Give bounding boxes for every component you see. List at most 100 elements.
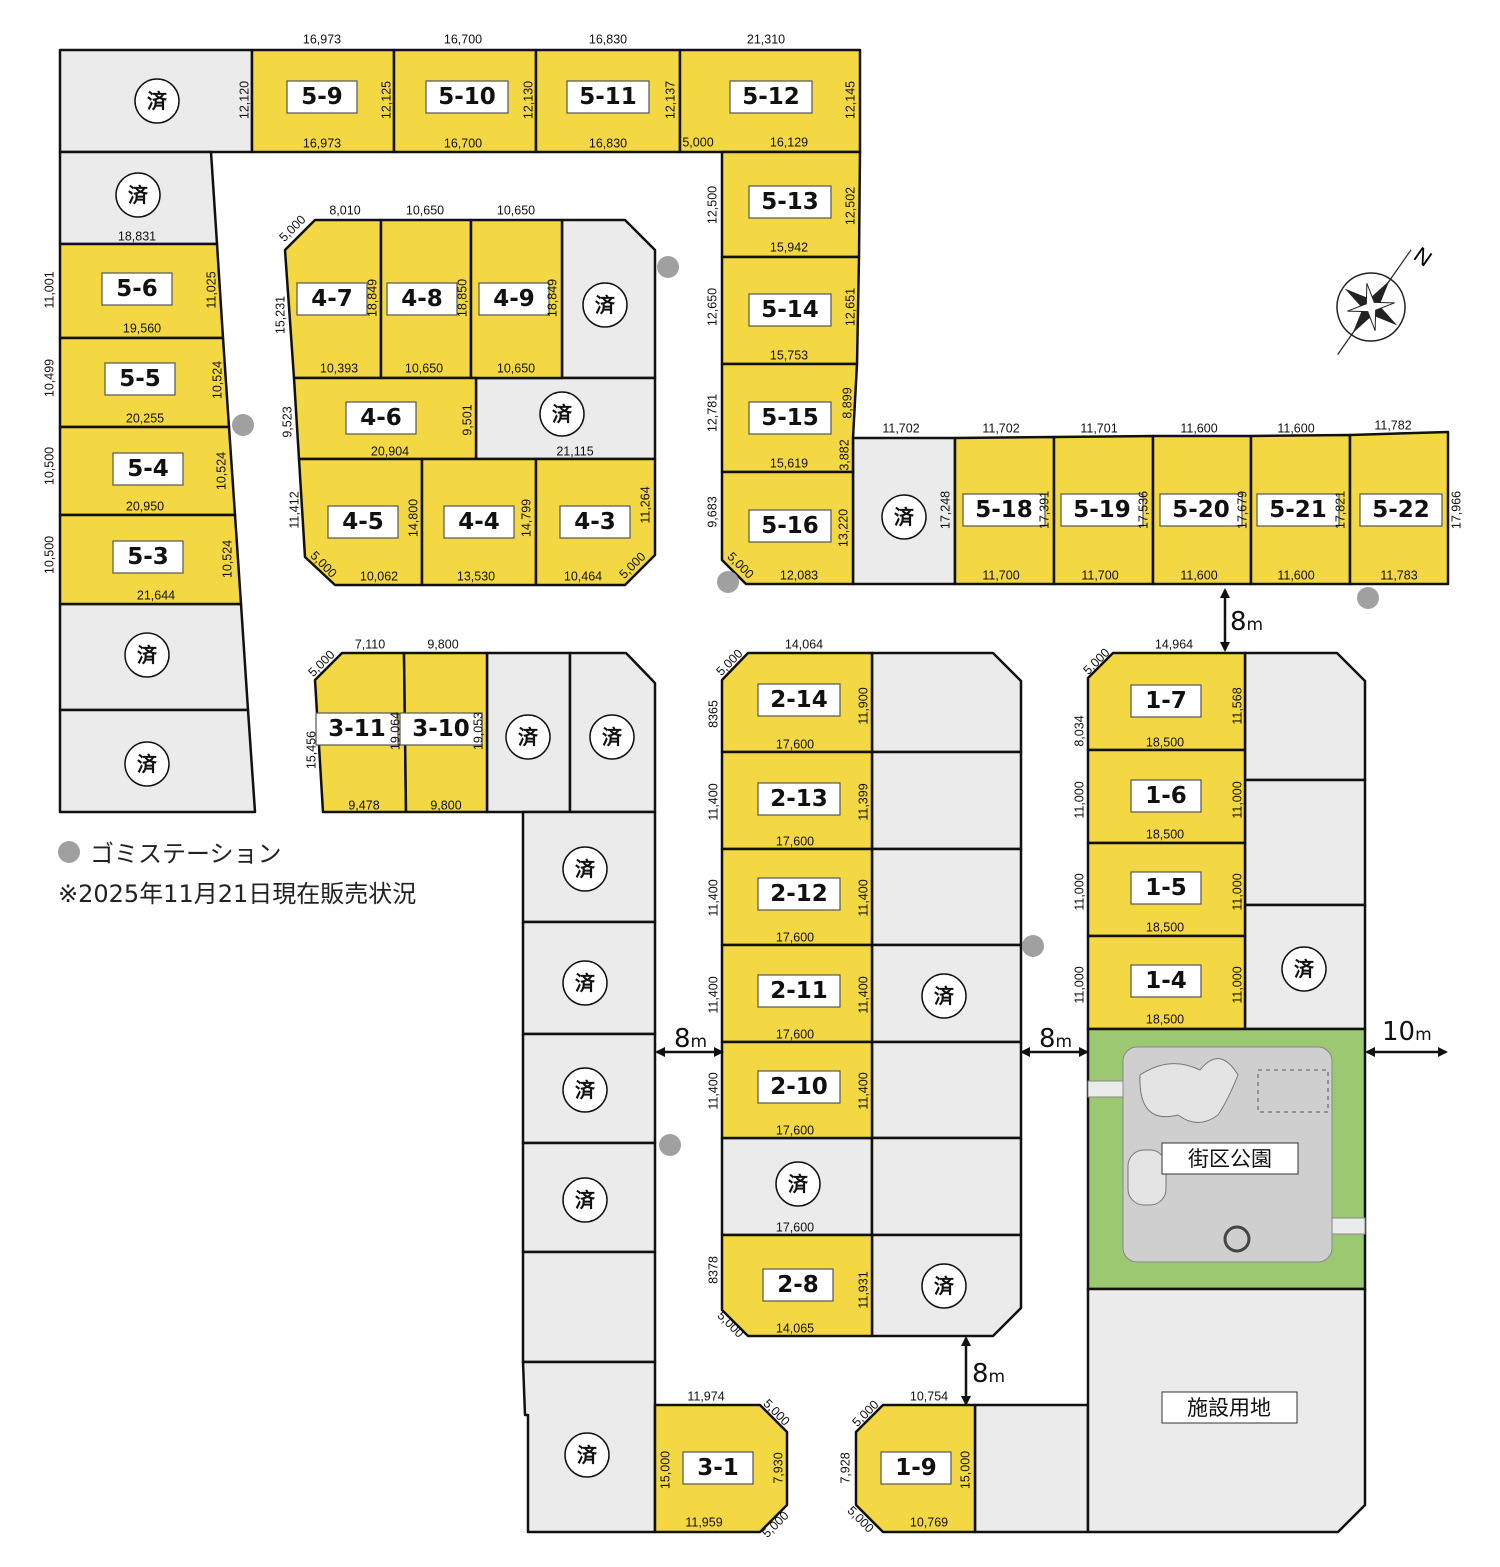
- sold-lot[interactable]: [870, 1040, 1023, 1140]
- sold-lot[interactable]: [1243, 651, 1367, 782]
- dimension-label: 3,882: [837, 439, 851, 470]
- sold-lot[interactable]: [870, 847, 1023, 947]
- dimension-label: 11,000: [1072, 873, 1086, 910]
- dimension-label: 17,600: [776, 737, 814, 751]
- sold-lot[interactable]: 済: [560, 218, 657, 380]
- lot-label-box: [112, 452, 184, 486]
- sold-lot[interactable]: 済: [1243, 903, 1367, 1031]
- legend-garbage-station: ゴミステーション: [58, 834, 282, 869]
- sold-lot[interactable]: 済: [870, 1233, 1023, 1338]
- lot-label-box: [748, 401, 832, 435]
- dimension-label: 12,145: [843, 81, 857, 119]
- dimension-label: 17,600: [776, 930, 814, 944]
- sold-lot[interactable]: 済: [521, 1141, 657, 1254]
- dimension-label: 8378: [706, 1256, 720, 1284]
- dimension-label: 12,120: [237, 81, 251, 119]
- dimension-label: 12,650: [705, 288, 719, 326]
- dimension-label: 20,255: [126, 411, 164, 425]
- status-note: ※2025年11月21日現在販売状況: [58, 880, 417, 908]
- dimension-label: 12,500: [705, 186, 719, 224]
- dimension-label: 7,928: [838, 1452, 852, 1483]
- lot-number: 5-20: [1172, 497, 1230, 523]
- dimension-label: 18,500: [1146, 1012, 1184, 1026]
- sold-lot[interactable]: [521, 1250, 657, 1364]
- garbage-station-dot: [1357, 587, 1379, 609]
- sold-lot[interactable]: [973, 1403, 1090, 1534]
- sold-lot[interactable]: [870, 1136, 1023, 1237]
- lot-label-box: [1159, 493, 1243, 527]
- sold-mark: 済: [934, 984, 955, 1008]
- sold-lot[interactable]: [870, 750, 1023, 851]
- sold-lot[interactable]: 済: [58, 602, 250, 712]
- sold-lot[interactable]: 済: [521, 810, 657, 924]
- lot-outline: [870, 1136, 1023, 1237]
- dimension-label: 11,900: [856, 687, 870, 724]
- dimension-label: 11,600: [1277, 421, 1314, 435]
- sold-lot[interactable]: 済17,600: [720, 1136, 874, 1237]
- sold-lot[interactable]: [870, 651, 1023, 754]
- dimension-label: 11,568: [1230, 687, 1244, 724]
- dimension-label: 16,700: [444, 136, 482, 150]
- dimension-label: 13,530: [457, 569, 495, 583]
- sold-badge-icon: [124, 632, 170, 678]
- sold-lot[interactable]: 済: [521, 1360, 657, 1534]
- sold-lot[interactable]: 済: [870, 943, 1023, 1044]
- sold-lot[interactable]: [1243, 778, 1367, 907]
- lot-number: 2-12: [770, 881, 828, 907]
- sold-lot[interactable]: 済18,831: [58, 150, 219, 246]
- dimension-label: 11,001: [42, 271, 56, 308]
- lot-label-box: [1130, 684, 1202, 718]
- sold-lot[interactable]: 済: [485, 651, 572, 814]
- sold-mark: 済: [552, 402, 573, 426]
- dimension-label: 12,781: [705, 394, 719, 432]
- sold-lot[interactable]: 済: [568, 651, 657, 814]
- sold-lot[interactable]: 済: [521, 920, 657, 1036]
- sold-lot[interactable]: 済21,115: [474, 376, 657, 461]
- sold-lot[interactable]: 済: [58, 708, 257, 814]
- sold-lot[interactable]: 済: [521, 1032, 657, 1145]
- lot-number: 3-10: [412, 716, 470, 742]
- lot-label-box: [757, 683, 841, 717]
- dimension-label: 12,130: [521, 81, 535, 119]
